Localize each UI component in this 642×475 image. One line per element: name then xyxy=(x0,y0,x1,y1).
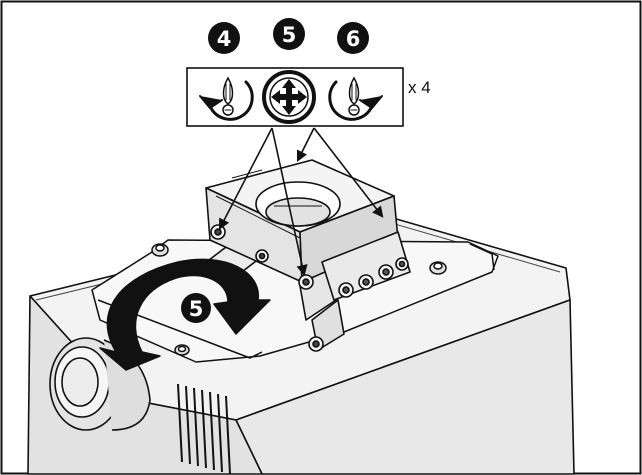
step-5-number: 5 xyxy=(282,23,297,47)
step-4-number: 4 xyxy=(217,27,232,51)
pointer-line-top xyxy=(296,127,315,163)
counterclockwise-loosen-screw-icon xyxy=(199,76,254,121)
projector-lens xyxy=(49,337,151,431)
clockwise-tighten-screw-icon xyxy=(328,76,383,121)
projector-vents xyxy=(177,383,231,475)
step-4-badge: 4 xyxy=(208,22,240,54)
pointer-line-front-screw xyxy=(271,127,308,277)
rotation-arrow-shape xyxy=(99,258,271,371)
pointer-lines xyxy=(218,127,384,277)
pointer-line-right-screw xyxy=(313,127,384,218)
step-6-number: 6 xyxy=(346,27,361,51)
pointer-line-left-screw xyxy=(218,127,273,230)
step-5-rotation-badge: 5 xyxy=(181,293,211,323)
four-way-move-icon xyxy=(262,70,316,124)
multiplier-label: x 4 xyxy=(408,78,431,97)
step-5-badge: 5 xyxy=(273,18,305,50)
rotation-arrow xyxy=(99,258,271,371)
step-6-badge: 6 xyxy=(337,22,369,54)
step-5-rotation-number: 5 xyxy=(189,297,204,321)
